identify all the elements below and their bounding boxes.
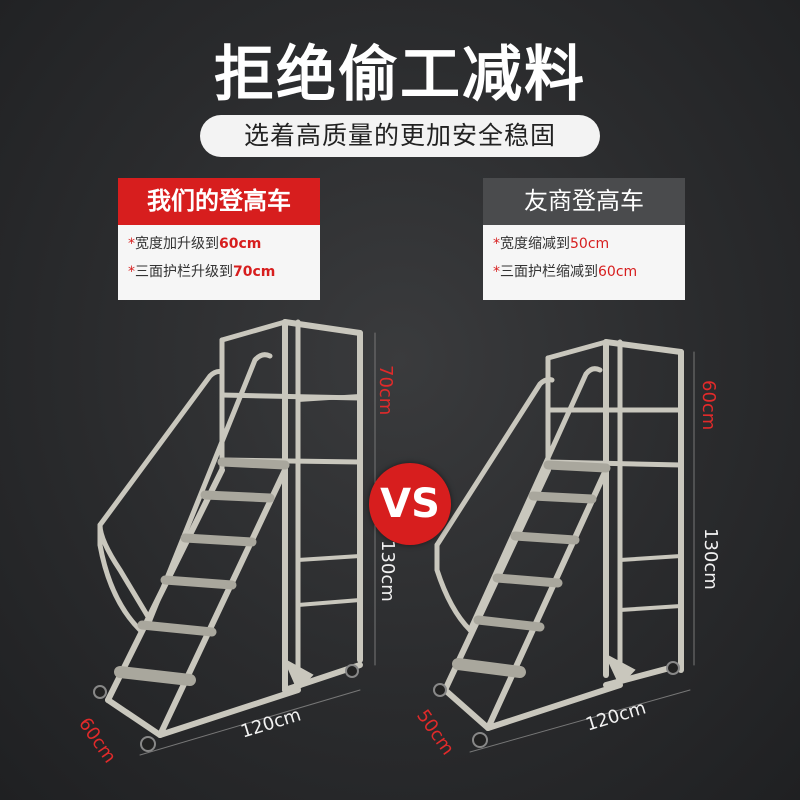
vs-badge: VS [369, 463, 451, 545]
spec-text: 宽度缩减到 [500, 236, 570, 252]
right-platform-height-label: 130cm [700, 528, 721, 590]
spec-text: 宽度加升级到 [135, 236, 219, 252]
competitor-width-spec: *宽度缩减到50cm [483, 233, 685, 253]
left-ladder-illustration [93, 319, 376, 756]
spec-value: 60cm [598, 264, 638, 280]
subheadline-pill: 选着高质量的更加安全稳固 [200, 115, 600, 157]
spec-value: 50cm [570, 236, 610, 252]
our-width-spec: *宽度加升级到60cm [118, 233, 320, 253]
our-rail-spec: *三面护栏升级到70cm [118, 261, 320, 281]
star-mark: * [493, 264, 500, 280]
star-mark: * [493, 236, 500, 252]
competitor-ladder-title: 友商登高车 [483, 178, 685, 225]
right-rail-height-label: 60cm [698, 380, 719, 431]
star-mark: * [128, 264, 135, 280]
our-ladder-title: 我们的登高车 [118, 178, 320, 225]
spec-text: 三面护栏升级到 [135, 264, 233, 280]
our-ladder-card: 我们的登高车 *宽度加升级到60cm *三面护栏升级到70cm [118, 178, 320, 300]
spec-text: 三面护栏缩减到 [500, 264, 598, 280]
headline: 拒绝偷工减料 [214, 40, 586, 110]
left-platform-height-label: 130cm [377, 540, 398, 602]
spec-value: 70cm [233, 264, 276, 280]
competitor-rail-spec: *三面护栏缩减到60cm [483, 261, 685, 281]
right-ladder-illustration [433, 339, 695, 753]
competitor-ladder-card: 友商登高车 *宽度缩减到50cm *三面护栏缩减到60cm [483, 178, 685, 300]
star-mark: * [128, 236, 135, 252]
left-rail-height-label: 70cm [375, 365, 396, 416]
spec-value: 60cm [219, 236, 262, 252]
